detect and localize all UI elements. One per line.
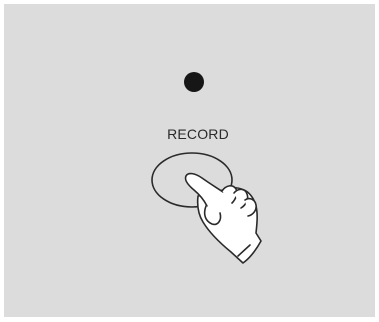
pointing-hand-icon <box>185 174 261 263</box>
